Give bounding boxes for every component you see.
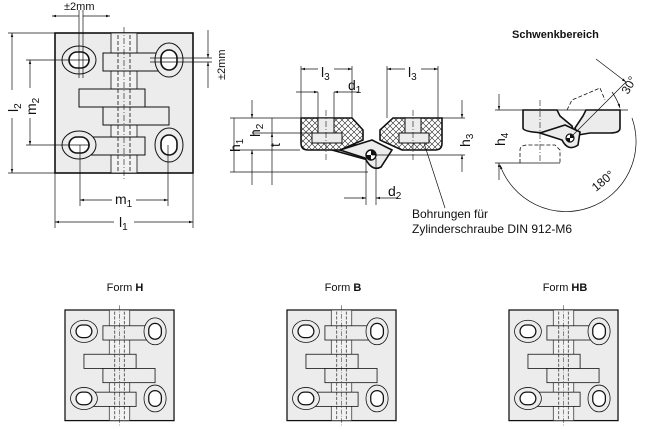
label-t: t <box>267 143 283 147</box>
tolerance-label-vertical: ±2mm <box>216 50 228 80</box>
svg-text:m2: m2 <box>23 97 42 115</box>
label-l3-right: l3 <box>408 64 417 83</box>
form-b-drawing <box>286 304 397 426</box>
svg-text:180°: 180° <box>589 167 617 194</box>
label-l2: l2 <box>5 103 24 112</box>
svg-text:h3: h3 <box>457 133 476 147</box>
dimension-l2 <box>8 32 55 174</box>
form-hb-title: Form HB <box>542 282 588 294</box>
form-hb-drawing <box>508 304 619 426</box>
label-m1: m1 <box>115 191 133 210</box>
dimension-m1 <box>79 145 169 206</box>
label-angle-180: 180° <box>589 167 617 194</box>
label-h1: h1 <box>227 138 246 152</box>
svg-text:h1: h1 <box>227 138 246 152</box>
callout-text-line1: Bohrungen für <box>412 207 488 221</box>
svg-text:l2: l2 <box>5 103 24 112</box>
dimension-l3-right <box>386 66 439 118</box>
form-b-title: Form B <box>324 282 362 294</box>
swivel-title: Schwenkbereich <box>512 29 599 41</box>
form-h-title: Form H <box>106 282 144 294</box>
dimension-h-group <box>230 100 465 185</box>
dimension-tolerance-horizontal <box>52 10 110 78</box>
svg-text:t: t <box>267 143 283 147</box>
dimension-m2 <box>26 59 90 146</box>
label-d1: d1 <box>348 77 362 96</box>
label-d2: d2 <box>388 183 402 202</box>
label-h2: h2 <box>247 123 266 137</box>
hinge-side-section <box>300 110 443 170</box>
hinge-top-view <box>54 26 194 180</box>
label-angle-30: 30° <box>618 74 639 97</box>
callout-text-line2: Zylinderschraube DIN 912-M6 <box>412 222 572 236</box>
svg-text:h4: h4 <box>492 132 511 146</box>
dimension-tolerance-vertical <box>150 30 212 88</box>
label-l1: l1 <box>119 214 128 233</box>
label-h4: h4 <box>492 132 511 146</box>
tolerance-label-horizontal: ±2mm <box>64 1 94 13</box>
swivel-diagram <box>495 58 637 212</box>
label-l3-left: l3 <box>321 64 330 83</box>
dimension-l1 <box>54 173 194 228</box>
form-h-drawing <box>64 304 175 426</box>
svg-text:30°: 30° <box>618 74 639 97</box>
callout-leader <box>423 142 446 209</box>
label-m2: m2 <box>23 97 42 115</box>
label-h3: h3 <box>457 133 476 147</box>
dimension-d1 <box>296 90 358 118</box>
svg-text:h2: h2 <box>247 123 266 137</box>
dimension-d2 <box>344 158 398 205</box>
